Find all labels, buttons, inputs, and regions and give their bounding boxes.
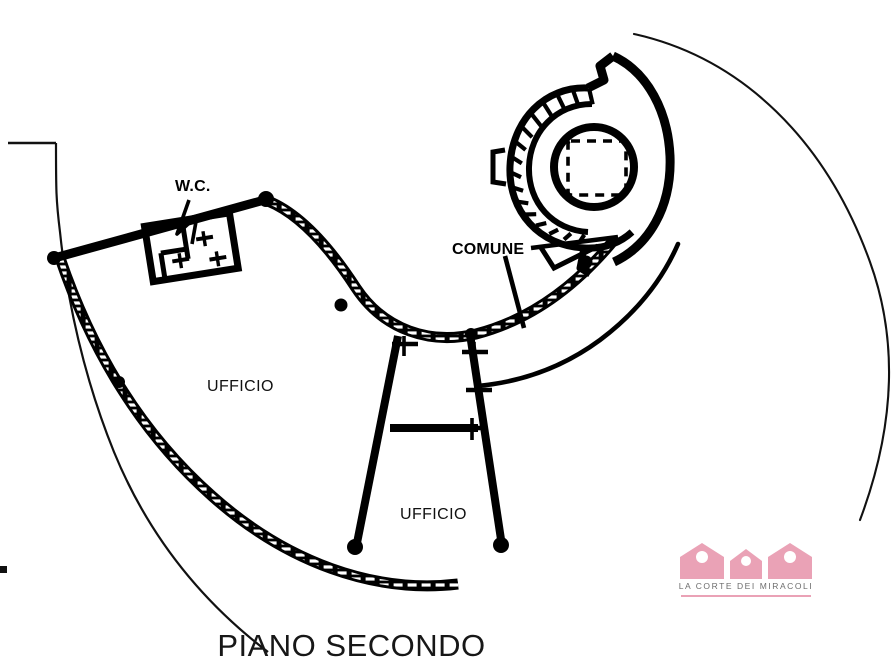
curved-perimeter-wall [54,194,619,592]
annotation-label-comune: COMUNE [452,241,524,258]
wc-room [140,208,243,286]
three-houses-icon [680,543,812,579]
ufficio-partition-walls [352,333,506,549]
spiral-stair-icon [490,51,675,278]
room-label-wc: W.C. [175,178,210,195]
brand-underline [681,595,811,597]
left-boundary-wall [0,141,269,653]
sheet-title-container: PIANO SECONDO [0,628,893,664]
sheet-title: PIANO SECONDO [217,628,486,663]
outer-boundary-arc [632,32,891,522]
column-markers [47,191,593,555]
room-label-ufficio-2: UFFICIO [400,506,467,523]
room-label-ufficio-1: UFFICIO [207,378,274,395]
wc-leader-line [175,199,199,245]
brand-name: LA CORTE DEI MIRACOLI [678,581,814,591]
brand-logo: LA CORTE DEI MIRACOLI [672,541,820,603]
comune-leader-line [502,234,619,329]
door-opening-marks [392,336,492,440]
inner-secondary-arc [475,241,681,389]
